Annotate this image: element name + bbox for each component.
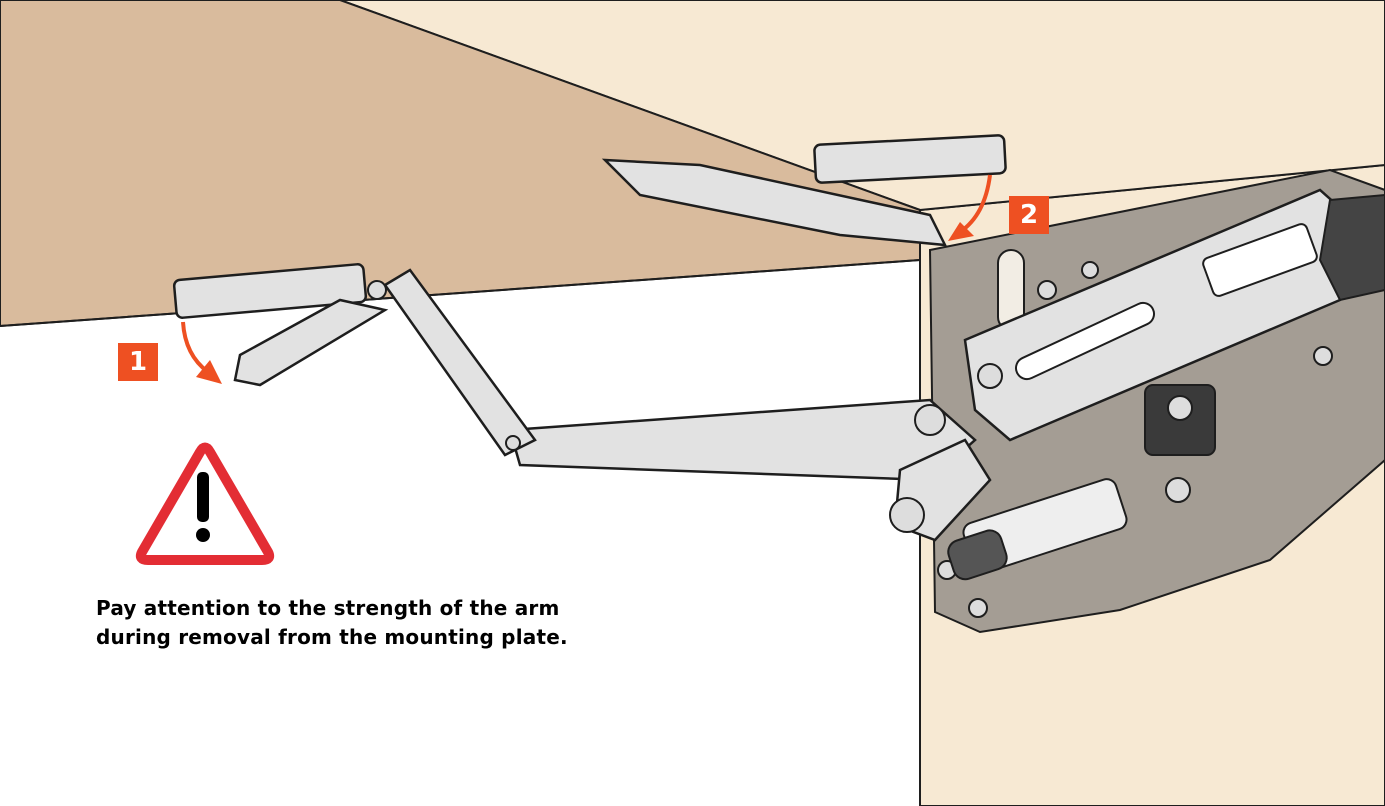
screw-icon bbox=[1081, 261, 1099, 279]
arrow-head bbox=[948, 222, 974, 241]
hinge-cup-top bbox=[813, 134, 1007, 184]
screw-icon bbox=[1037, 280, 1057, 300]
damper-tip bbox=[947, 529, 1008, 581]
lift-arm-upper bbox=[383, 268, 537, 457]
warning-triangle-icon bbox=[135, 442, 275, 565]
pivot-icon bbox=[977, 363, 1003, 389]
step-2-badge: 2 bbox=[1009, 196, 1049, 234]
mechanism-end-cap bbox=[1318, 193, 1385, 302]
hinge-cup-left bbox=[172, 263, 368, 319]
curved-arrow-icon bbox=[181, 321, 210, 374]
hinge-arm-top bbox=[601, 158, 948, 247]
hinge-arm-left bbox=[233, 298, 389, 387]
arrow-head bbox=[196, 360, 222, 384]
pivot-icon bbox=[914, 404, 946, 436]
mechanism-slot bbox=[1014, 301, 1156, 381]
screw-icon bbox=[1167, 395, 1193, 421]
screw-icon bbox=[1313, 346, 1333, 366]
screw-icon bbox=[1165, 477, 1191, 503]
step-1-badge: 1 bbox=[118, 343, 158, 381]
screw-icon bbox=[968, 598, 988, 618]
pivot-icon bbox=[505, 435, 521, 451]
spring-cylinder bbox=[1202, 223, 1318, 297]
pivot-icon bbox=[889, 497, 925, 533]
warning-text: Pay attention to the strength of the arm… bbox=[96, 596, 568, 649]
panel-edge-line bbox=[0, 259, 921, 327]
pivot-icon bbox=[367, 280, 387, 300]
